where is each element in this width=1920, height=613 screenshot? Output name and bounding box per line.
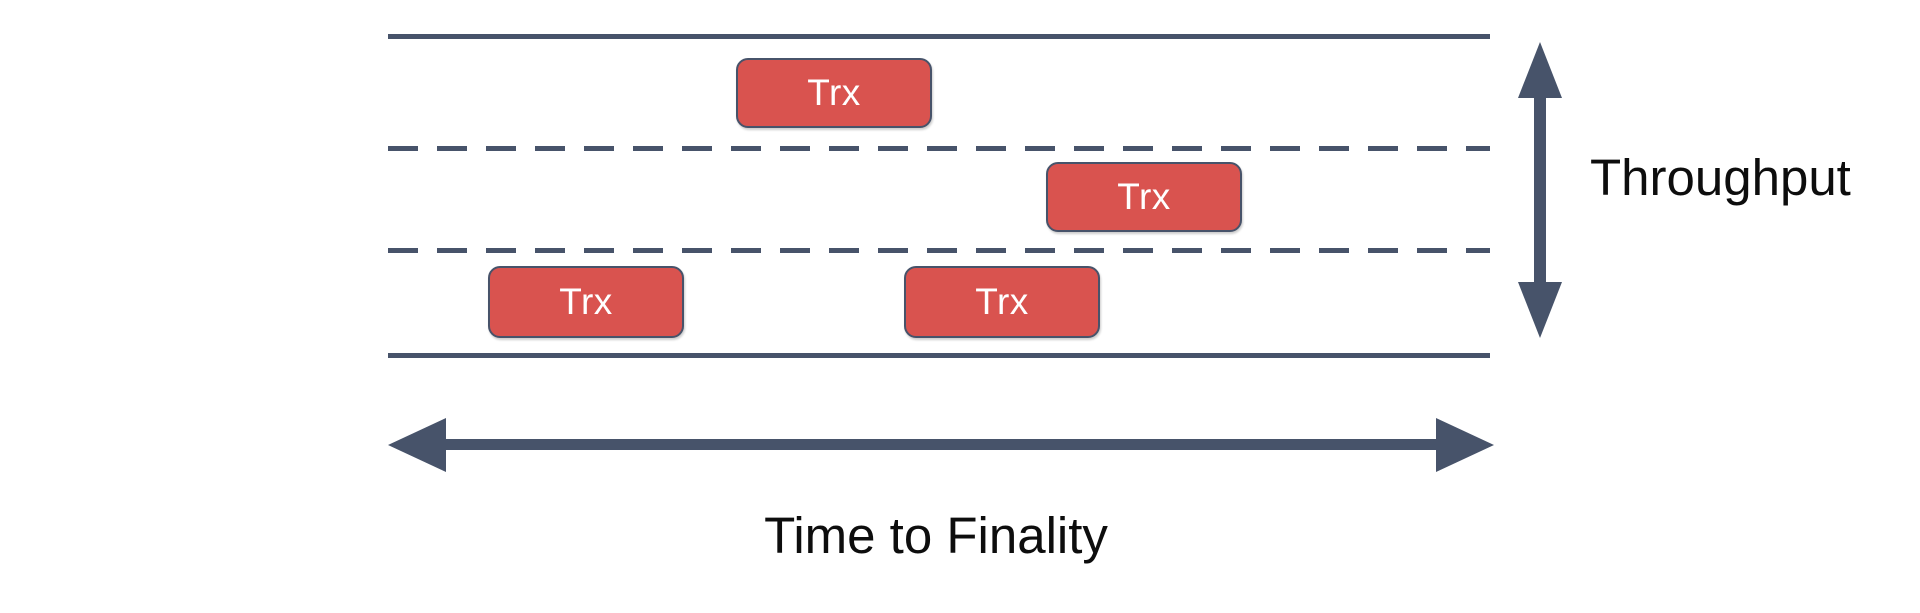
transaction-box: Trx (736, 58, 932, 128)
transaction-label: Trx (559, 281, 613, 322)
finality-double-arrow-icon (386, 412, 1496, 478)
transaction-label: Trx (1117, 176, 1171, 217)
transaction-box: Trx (1046, 162, 1242, 232)
transaction-box: Trx (488, 266, 684, 338)
lane-divider-line-2 (388, 248, 1490, 253)
transaction-box: Trx (904, 266, 1100, 338)
lane-bottom-boundary-line (388, 353, 1490, 358)
throughput-double-arrow-icon (1512, 40, 1568, 340)
transaction-label: Trx (975, 281, 1029, 322)
time-to-finality-axis-label: Time to Finality (764, 507, 1108, 564)
lane-top-boundary-line (388, 34, 1490, 39)
throughput-axis-label: Throughput (1590, 149, 1851, 206)
lane-divider-line-1 (388, 146, 1490, 151)
transaction-label: Trx (807, 72, 861, 113)
